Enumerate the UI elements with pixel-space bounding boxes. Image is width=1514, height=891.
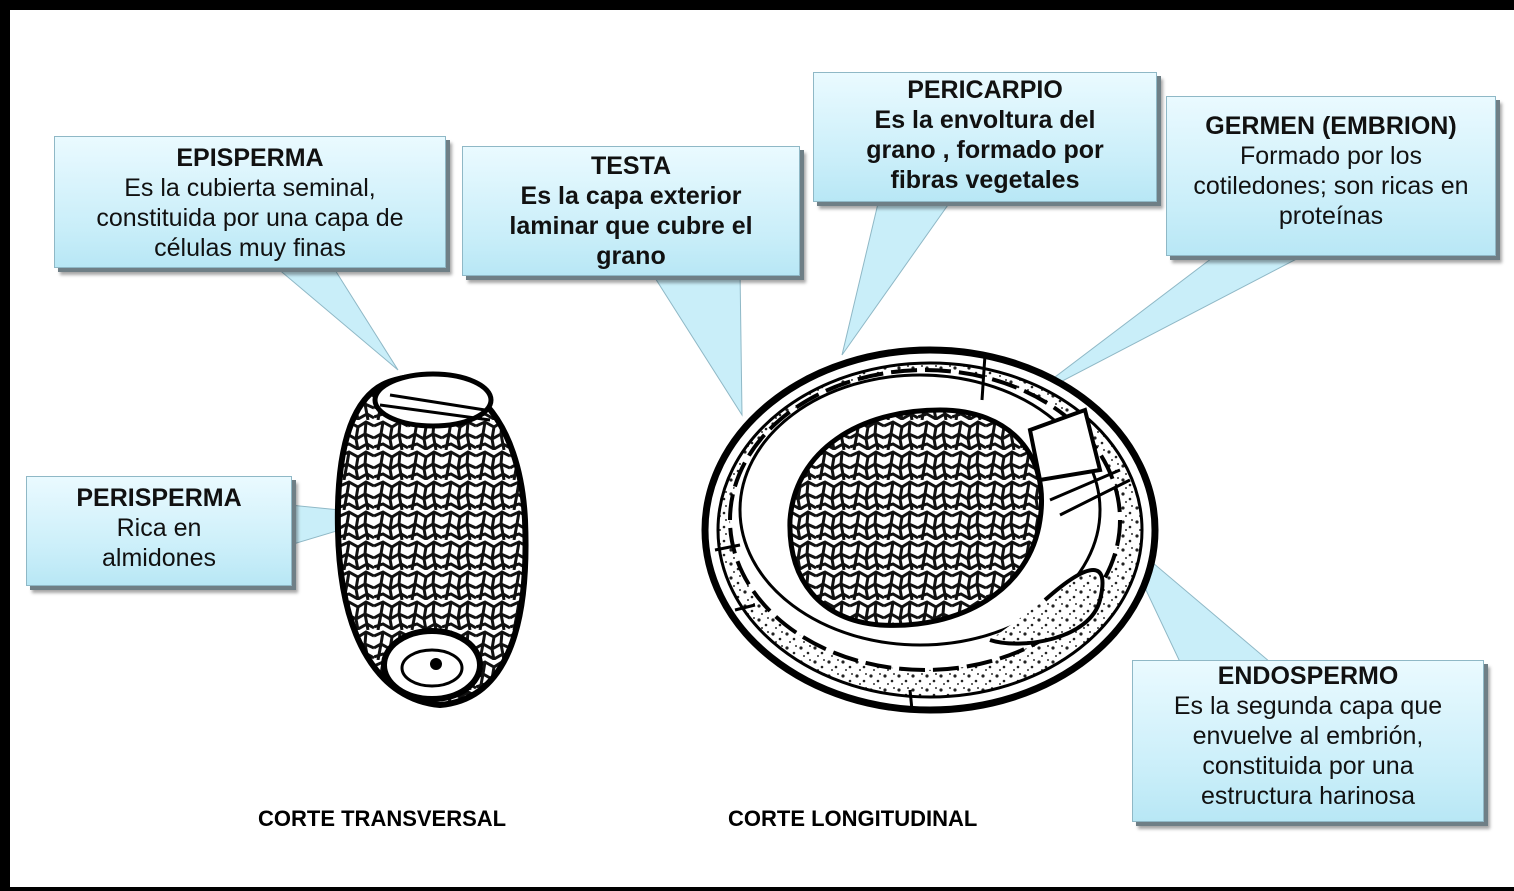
germen-title: GERMEN (EMBRION): [1167, 111, 1495, 141]
caption-corte-longitudinal: CORTE LONGITUDINAL: [728, 806, 977, 832]
testa-title: TESTA: [463, 151, 799, 181]
germen-pointer: [1022, 252, 1310, 402]
endospermo-title: ENDOSPERMO: [1133, 661, 1483, 691]
callout-endospermo: ENDOSPERMO Es la segunda capa que envuel…: [1132, 660, 1484, 822]
transversal-seed-drawing: [338, 374, 526, 705]
pericarpio-description: Es la envoltura del grano , formado por …: [814, 105, 1156, 195]
endospermo-description: Es la segunda capa que envuelve al embri…: [1133, 691, 1483, 811]
episperma-pointer: [270, 262, 398, 370]
perisperma-title: PERISPERMA: [27, 483, 291, 513]
germen-description: Formado por los cotiledones; son ricas e…: [1167, 141, 1495, 231]
callout-germen: GERMEN (EMBRION) Formado por los cotiled…: [1166, 96, 1496, 256]
perisperma-description: Rica en almidones: [27, 513, 291, 573]
longitudinal-seed-drawing: [705, 350, 1155, 710]
episperma-title: EPISPERMA: [55, 143, 445, 173]
callout-perisperma: PERISPERMA Rica en almidones: [26, 476, 292, 586]
caption-corte-transversal: CORTE TRANSVERSAL: [258, 806, 506, 832]
callout-testa: TESTA Es la capa exterior laminar que cu…: [462, 146, 800, 276]
callout-episperma: EPISPERMA Es la cubierta seminal, consti…: [54, 136, 446, 268]
testa-description: Es la capa exterior laminar que cubre el…: [463, 181, 799, 271]
pericarpio-pointer: [842, 195, 955, 355]
episperma-description: Es la cubierta seminal, constituida por …: [55, 173, 445, 263]
callout-pericarpio: PERICARPIO Es la envoltura del grano , f…: [813, 72, 1157, 202]
testa-pointer: [650, 270, 742, 415]
pericarpio-title: PERICARPIO: [814, 75, 1156, 105]
